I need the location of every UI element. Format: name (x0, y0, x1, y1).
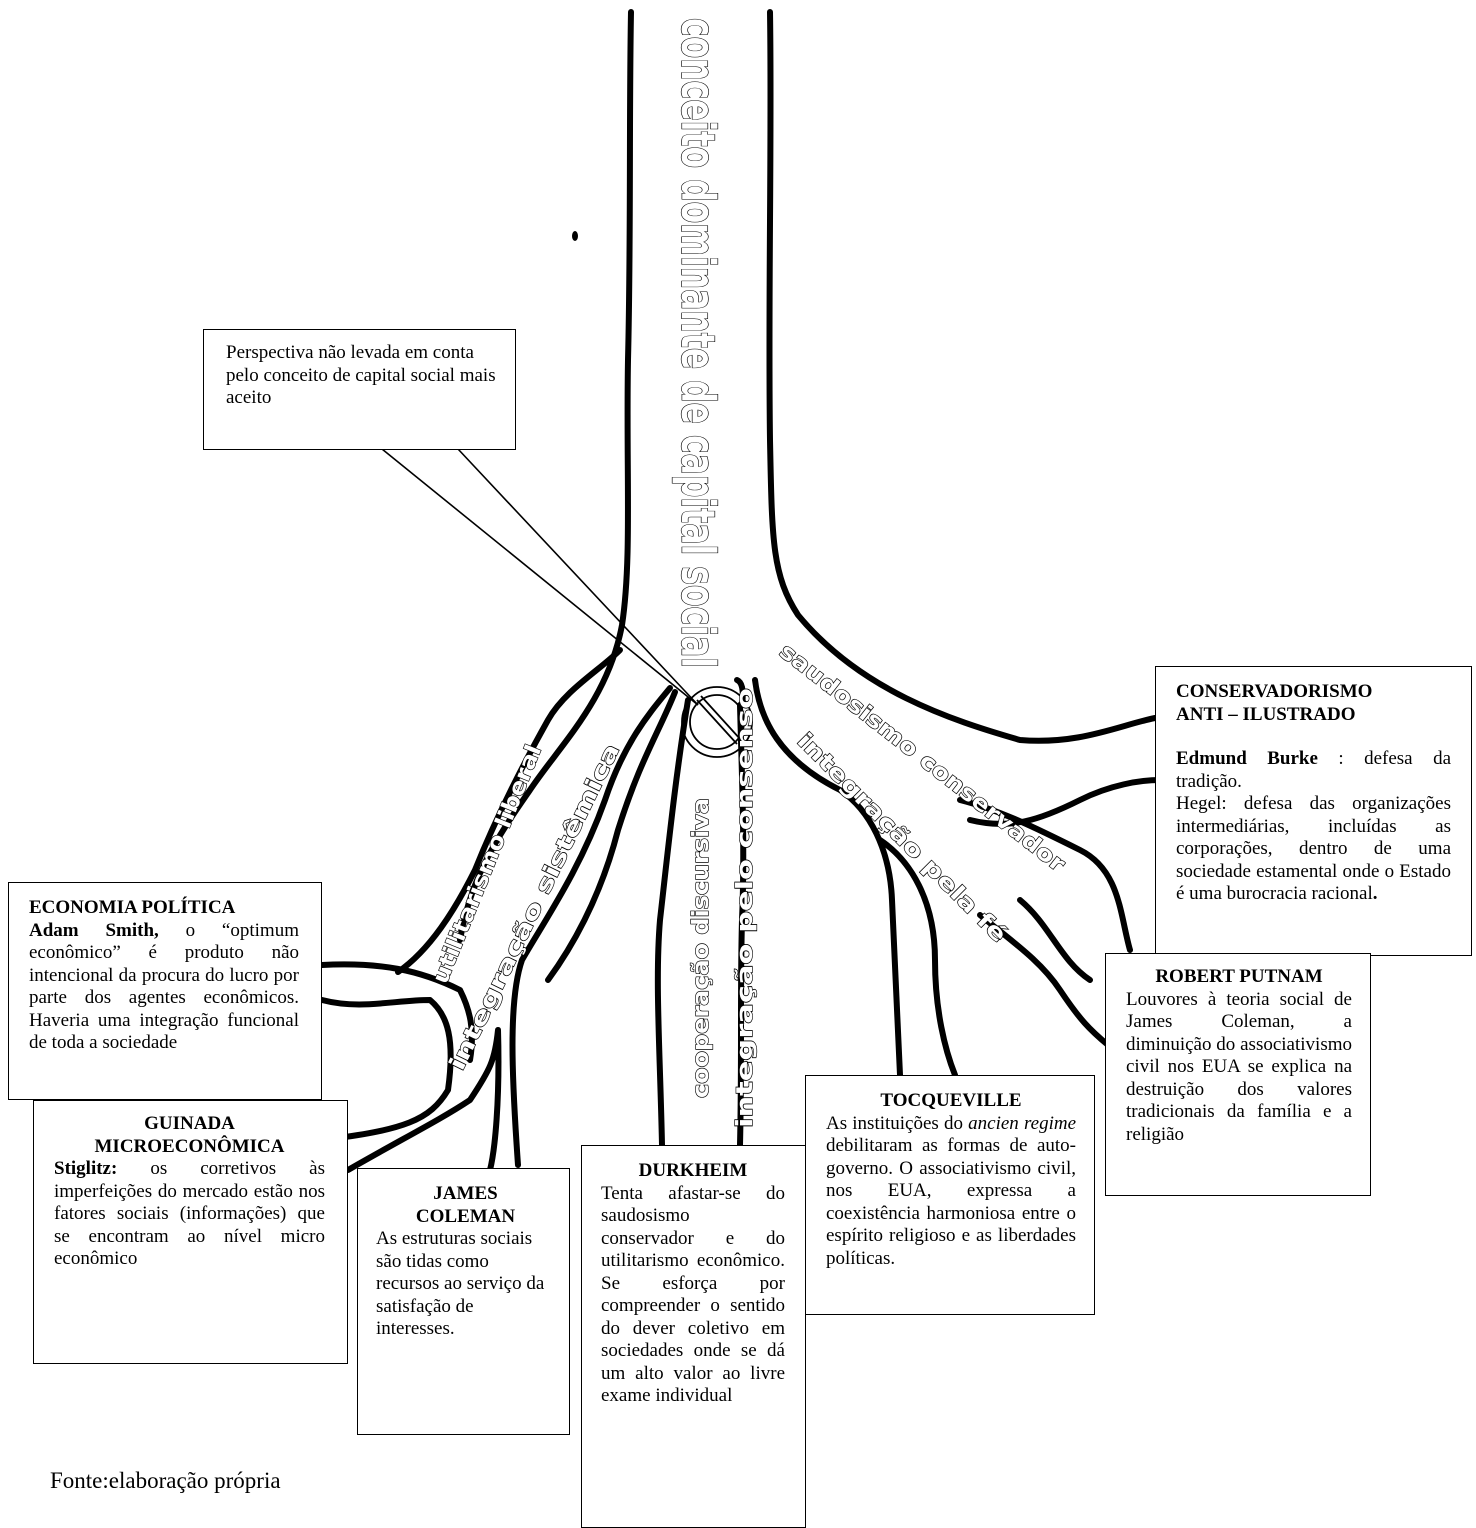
putnam-box: ROBERT PUTNAM Louvores à teoria social d… (1105, 953, 1371, 1196)
tocqueville-text: As instituições do ancien regime debilit… (826, 1113, 1076, 1271)
coleman-text: As estruturas sociais são tidas como rec… (376, 1228, 555, 1341)
label-cooperacao-discursiva: cooperação discursiva (689, 798, 714, 1098)
conservadorismo-body2-end: . (1373, 883, 1378, 904)
durkheim-title: DURKHEIM (601, 1160, 785, 1183)
conservadorismo-box: CONSERVADORISMO ANTI – ILUSTRADO Edmund … (1155, 666, 1472, 956)
callout-box: Perspectiva não levada em conta pelo con… (203, 329, 516, 450)
conservadorismo-author: Edmund Burke (1176, 748, 1318, 769)
conservadorismo-text1: Edmund Burke : defesa da tradição. (1176, 748, 1451, 793)
guinada-title-line1: GUINADA (54, 1113, 325, 1136)
branch-right-lower-2 (1020, 900, 1090, 980)
guinada-box: GUINADA MICROECONÔMICA Stiglitz: os corr… (33, 1100, 348, 1364)
putnam-title: ROBERT PUTNAM (1126, 966, 1352, 989)
tocqueville-text-a: As instituições do (826, 1113, 968, 1134)
durkheim-box: DURKHEIM Tenta afastar-se do saudosismo … (581, 1145, 806, 1528)
label-integracao-pela-fe: integração pela fé (792, 729, 1011, 948)
coleman-title-line1: JAMES (376, 1183, 555, 1206)
ink-dot (572, 231, 578, 241)
conservadorismo-body2: Hegel: defesa das organizações intermedi… (1176, 793, 1451, 904)
economia-politica-author: Adam Smith, (29, 920, 159, 941)
tocqueville-text-b: debilitaram as formas de auto-governo. O… (826, 1135, 1076, 1269)
conservadorismo-title-line2: ANTI – ILUSTRADO (1176, 704, 1451, 727)
conservadorismo-title-line1: CONSERVADORISMO (1176, 681, 1451, 704)
trunk-right-line (769, 12, 1155, 741)
source-note: Fonte:elaboração própria (50, 1468, 281, 1494)
durkheim-text: Tenta afastar-se do saudosismo conservad… (601, 1183, 785, 1408)
economia-politica-box: ECONOMIA POLÍTICA Adam Smith, o “optimum… (8, 882, 322, 1100)
coleman-title-line2: COLEMAN (376, 1206, 555, 1229)
coleman-box: JAMES COLEMAN As estruturas sociais são … (357, 1168, 570, 1435)
guinada-title-line2: MICROECONÔMICA (54, 1136, 325, 1159)
tocqueville-text-em: ancien regime (968, 1113, 1076, 1134)
economia-politica-text: Adam Smith, o “optimum econômico” é prod… (29, 920, 299, 1055)
economia-politica-title: ECONOMIA POLÍTICA (29, 897, 299, 920)
branch-center-left (658, 700, 688, 1145)
conservadorismo-text2: Hegel: defesa das organizações intermedi… (1176, 793, 1451, 906)
tocqueville-title: TOCQUEVILLE (826, 1090, 1076, 1113)
guinada-author: Stiglitz: (54, 1158, 117, 1179)
callout-pointer (382, 449, 698, 705)
callout-text: Perspectiva não levada em conta pelo con… (226, 342, 497, 410)
label-integracao-pelo-consenso: integração pelo consenso (733, 688, 758, 1128)
putnam-text: Louvores à teoria social de James Colema… (1126, 989, 1352, 1147)
main-trunk-label: conceito dominante de capital social (671, 18, 725, 668)
tocqueville-box: TOCQUEVILLE As instituições do ancien re… (805, 1075, 1095, 1315)
guinada-text: Stiglitz: os corretivos às imperfeições … (54, 1158, 325, 1271)
